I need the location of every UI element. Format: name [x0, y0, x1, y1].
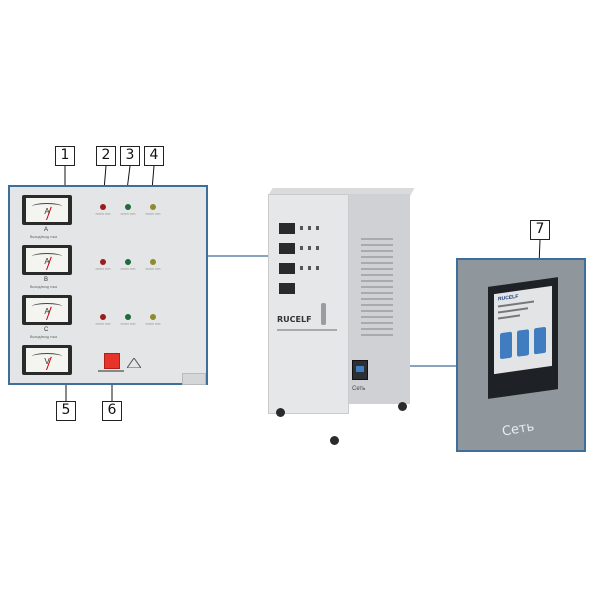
cabinet-lamps-2	[300, 246, 324, 250]
breaker-housing: RUCELF	[488, 277, 558, 399]
cabinet-wheel	[330, 436, 339, 445]
cabinet-wheel	[398, 402, 407, 411]
breaker-zoom: RUCELF Сеть	[456, 258, 586, 452]
indicator-lamp-green-1	[125, 204, 131, 210]
breaker-toggle-3[interactable]	[534, 326, 546, 355]
power-button[interactable]	[104, 353, 120, 369]
indicator-lamp-yellow-2	[150, 259, 156, 265]
cabinet-brand: RUCELF	[277, 315, 312, 324]
breaker-toggle-1[interactable]	[500, 331, 512, 360]
cabinet-switch-box[interactable]	[352, 360, 368, 380]
lamp-caption: ▭▭▭ ▭▭	[120, 212, 136, 216]
lamp-caption: ▭▭▭ ▭▭	[120, 267, 136, 271]
voltmeter-unit: V	[44, 357, 50, 366]
callout-3: 3	[120, 146, 140, 166]
cabinet-front: RUCELF	[268, 194, 349, 414]
phase-c-caption: Выход/вход тока	[30, 335, 57, 339]
callout-5: 5	[56, 401, 76, 421]
breaker-zoom-label: Сеть	[500, 419, 536, 440]
cabinet-switch-label: Сеть	[352, 386, 366, 392]
indicator-lamp-green-3	[125, 314, 131, 320]
lamp-caption: ▭▭▭ ▭▭	[145, 322, 161, 326]
ammeter-a: A	[22, 195, 72, 225]
callout-7: 7	[530, 220, 550, 240]
lamp-caption: ▭▭▭ ▭▭	[95, 212, 111, 216]
phase-b-label: B	[44, 277, 49, 283]
ammeter-b: A	[22, 245, 72, 275]
cabinet-meter-2	[279, 243, 295, 254]
control-panel-zoom: A A Выход/вход тока A B Выход/вход тока …	[8, 185, 208, 385]
cabinet-meter-4	[279, 283, 295, 294]
door-handle[interactable]	[321, 303, 326, 325]
cabinet-side	[347, 194, 410, 404]
lamp-caption: ▭▭▭ ▭▭	[145, 212, 161, 216]
breaker-toggle-2[interactable]	[517, 329, 529, 357]
callout-1: 1	[55, 146, 75, 166]
breaker-brand: RUCELF	[498, 293, 519, 303]
ammeter-a-unit: A	[44, 207, 50, 216]
lamp-caption: ▭▭▭ ▭▭	[95, 322, 111, 326]
indicator-lamp-green-2	[125, 259, 131, 265]
indicator-lamp-red-3	[100, 314, 106, 320]
phase-a-label: A	[44, 227, 49, 233]
power-button-caption	[98, 370, 124, 372]
panel-plate	[182, 373, 206, 385]
cabinet-meter-3	[279, 263, 295, 274]
phase-b-caption: Выход/вход тока	[30, 285, 57, 289]
cabinet-meter-1	[279, 223, 295, 234]
ammeter-c-unit: A	[44, 307, 50, 316]
indicator-lamp-red-1	[100, 204, 106, 210]
warning-icon	[126, 355, 142, 369]
breaker-face: RUCELF	[494, 285, 552, 375]
ammeter-b-unit: A	[44, 257, 50, 266]
indicator-lamp-yellow-3	[150, 314, 156, 320]
callout-2: 2	[96, 146, 116, 166]
cabinet-lamps-3	[300, 266, 324, 270]
cabinet-wheel	[276, 408, 285, 417]
cabinet-model-line	[277, 329, 337, 331]
lamp-caption: ▭▭▭ ▭▭	[145, 267, 161, 271]
lamp-caption: ▭▭▭ ▭▭	[120, 322, 136, 326]
ammeter-c: A	[22, 295, 72, 325]
voltmeter: V	[22, 345, 72, 375]
phase-c-label: C	[44, 327, 49, 333]
indicator-lamp-red-2	[100, 259, 106, 265]
indicator-lamp-yellow-1	[150, 204, 156, 210]
lamp-caption: ▭▭▭ ▭▭	[95, 267, 111, 271]
cabinet-lamps-1	[300, 226, 324, 230]
callout-6: 6	[102, 401, 122, 421]
callout-4: 4	[144, 146, 164, 166]
phase-a-caption: Выход/вход тока	[30, 235, 57, 239]
